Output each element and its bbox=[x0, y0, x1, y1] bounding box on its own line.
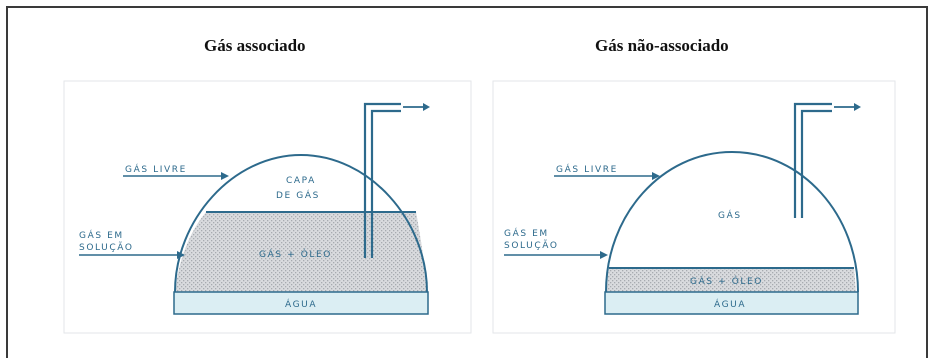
water-zone bbox=[173, 291, 429, 315]
flow-arrow-head bbox=[423, 103, 430, 111]
label-dissolved-2: SOLUÇÃO bbox=[79, 242, 134, 253]
diagram-associated-gas: GÁS LIVRE CAPA DE GÁS GÁS EM SOLUÇÃO GÁS… bbox=[63, 80, 472, 334]
well-pipe-outer bbox=[363, 102, 401, 258]
well-pipe-inner bbox=[370, 109, 401, 258]
oil-zone bbox=[606, 268, 856, 292]
dissolved-gas-arrow-head bbox=[600, 251, 608, 259]
label-gas-cap-2: DE GÁS bbox=[276, 189, 320, 201]
label-dissolved-1: GÁS EM bbox=[504, 227, 549, 239]
title-non-associated-gas: Gás não-associado bbox=[595, 36, 729, 55]
label-oil-zone: GÁS + ÓLEO bbox=[690, 275, 763, 287]
diagram-non-associated-gas: GÁS LIVRE GÁS GÁS EM SOLUÇÃO GÁS + ÓLEO … bbox=[492, 80, 896, 334]
label-dissolved-2: SOLUÇÃO bbox=[504, 240, 559, 251]
well-pipe-outer bbox=[793, 102, 832, 218]
label-free-gas: GÁS LIVRE bbox=[556, 163, 618, 175]
label-dissolved-1: GÁS EM bbox=[79, 229, 124, 241]
label-gas-zone: GÁS bbox=[718, 209, 742, 221]
title-associated-gas: Gás associado bbox=[204, 36, 306, 55]
well-pipe-inner bbox=[800, 109, 832, 218]
label-free-gas: GÁS LIVRE bbox=[125, 163, 187, 175]
label-water: ÁGUA bbox=[285, 298, 317, 310]
label-oil-zone: GÁS + ÓLEO bbox=[259, 248, 332, 260]
free-gas-arrow-head bbox=[652, 172, 660, 180]
water-zone bbox=[604, 291, 859, 315]
reservoir-dome bbox=[605, 150, 859, 293]
label-gas-cap-1: CAPA bbox=[286, 176, 316, 186]
dissolved-gas-arrow-head bbox=[177, 251, 185, 259]
reservoir-dome bbox=[174, 153, 428, 293]
free-gas-arrow-head bbox=[221, 172, 229, 180]
flow-arrow-head bbox=[854, 103, 861, 111]
label-water: ÁGUA bbox=[714, 298, 746, 310]
